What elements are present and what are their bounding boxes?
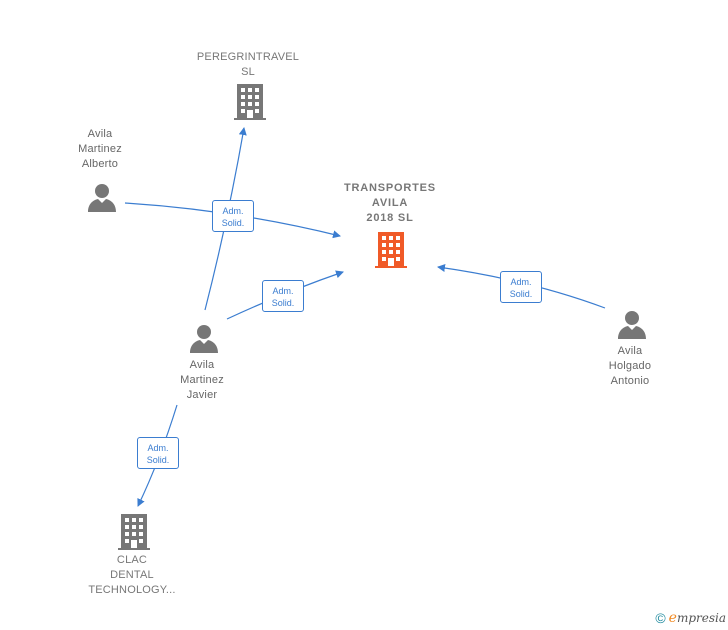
building-icon[interactable] bbox=[118, 514, 150, 550]
person-icon[interactable] bbox=[617, 310, 647, 340]
copyright-symbol: © bbox=[655, 610, 666, 626]
footer-brand: © empresia bbox=[655, 610, 726, 626]
node-label-alberto[interactable]: Avila Martinez Alberto bbox=[78, 128, 122, 170]
edge-badge-javier-main[interactable]: Adm. Solid. bbox=[262, 280, 304, 312]
building-icon[interactable] bbox=[375, 232, 407, 268]
person-icon[interactable] bbox=[189, 324, 219, 354]
edge-badge-antonio-main[interactable]: Adm. Solid. bbox=[500, 271, 542, 303]
person-icon[interactable] bbox=[87, 183, 117, 213]
node-label-peregrintravel[interactable]: PEREGRINTRAVEL SL bbox=[196, 51, 300, 78]
node-label-transportes-avila[interactable]: TRANSPORTES AVILA 2018 SL bbox=[344, 182, 436, 224]
empresia-logo[interactable]: empresia bbox=[668, 610, 726, 626]
edge-badge-javier-clac[interactable]: Adm. Solid. bbox=[137, 437, 179, 469]
edge-badge-alberto-main[interactable]: Adm. Solid. bbox=[212, 200, 254, 232]
node-label-javier[interactable]: Avila Martinez Javier bbox=[180, 359, 224, 401]
node-label-antonio[interactable]: Avila Holgado Antonio bbox=[608, 345, 652, 387]
building-icon[interactable] bbox=[234, 84, 266, 120]
node-label-clac-dental[interactable]: CLAC DENTAL TECHNOLOGY... bbox=[88, 554, 176, 596]
